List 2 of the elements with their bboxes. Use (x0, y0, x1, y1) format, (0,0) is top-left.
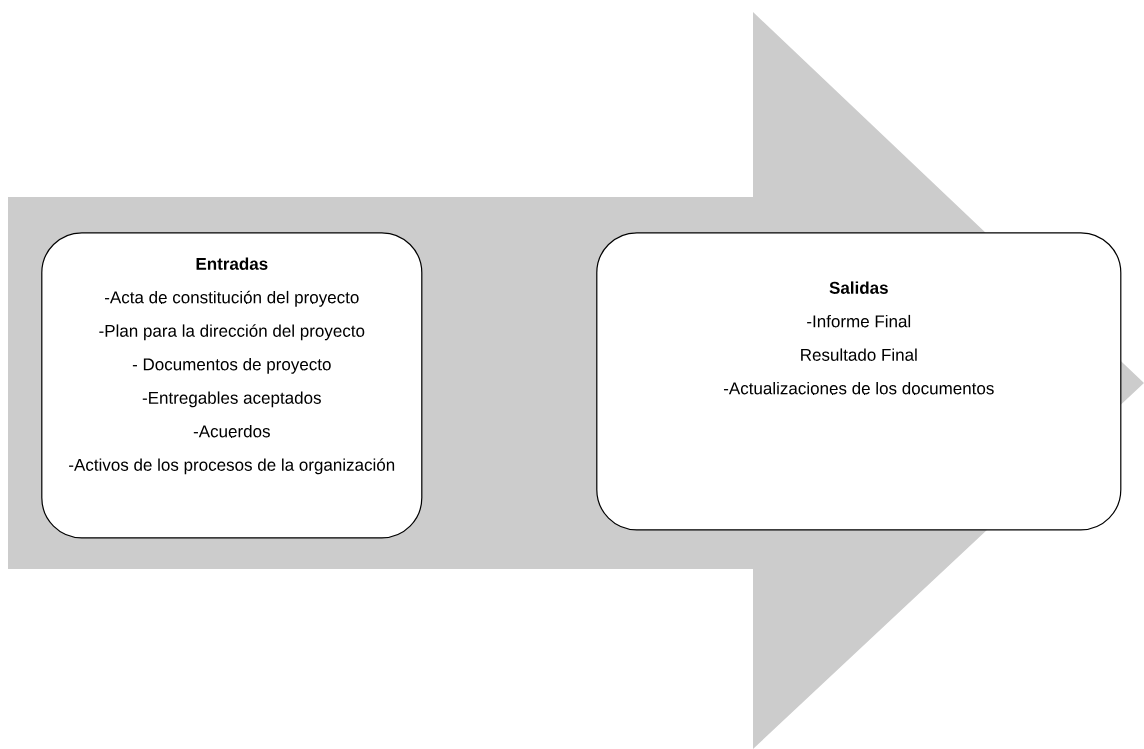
rounded-box: Salidas -Informe Final Resultado Final -Actualizaciones de los documentos (596, 232, 1122, 531)
rounded-box: Entradas -Acta de constitución del proyecto -Plan para la dirección del proyecto - Documentos de proyecto -Entregables aceptados -Acuerdos -Activos de los procesos de la organización (41, 232, 423, 539)
